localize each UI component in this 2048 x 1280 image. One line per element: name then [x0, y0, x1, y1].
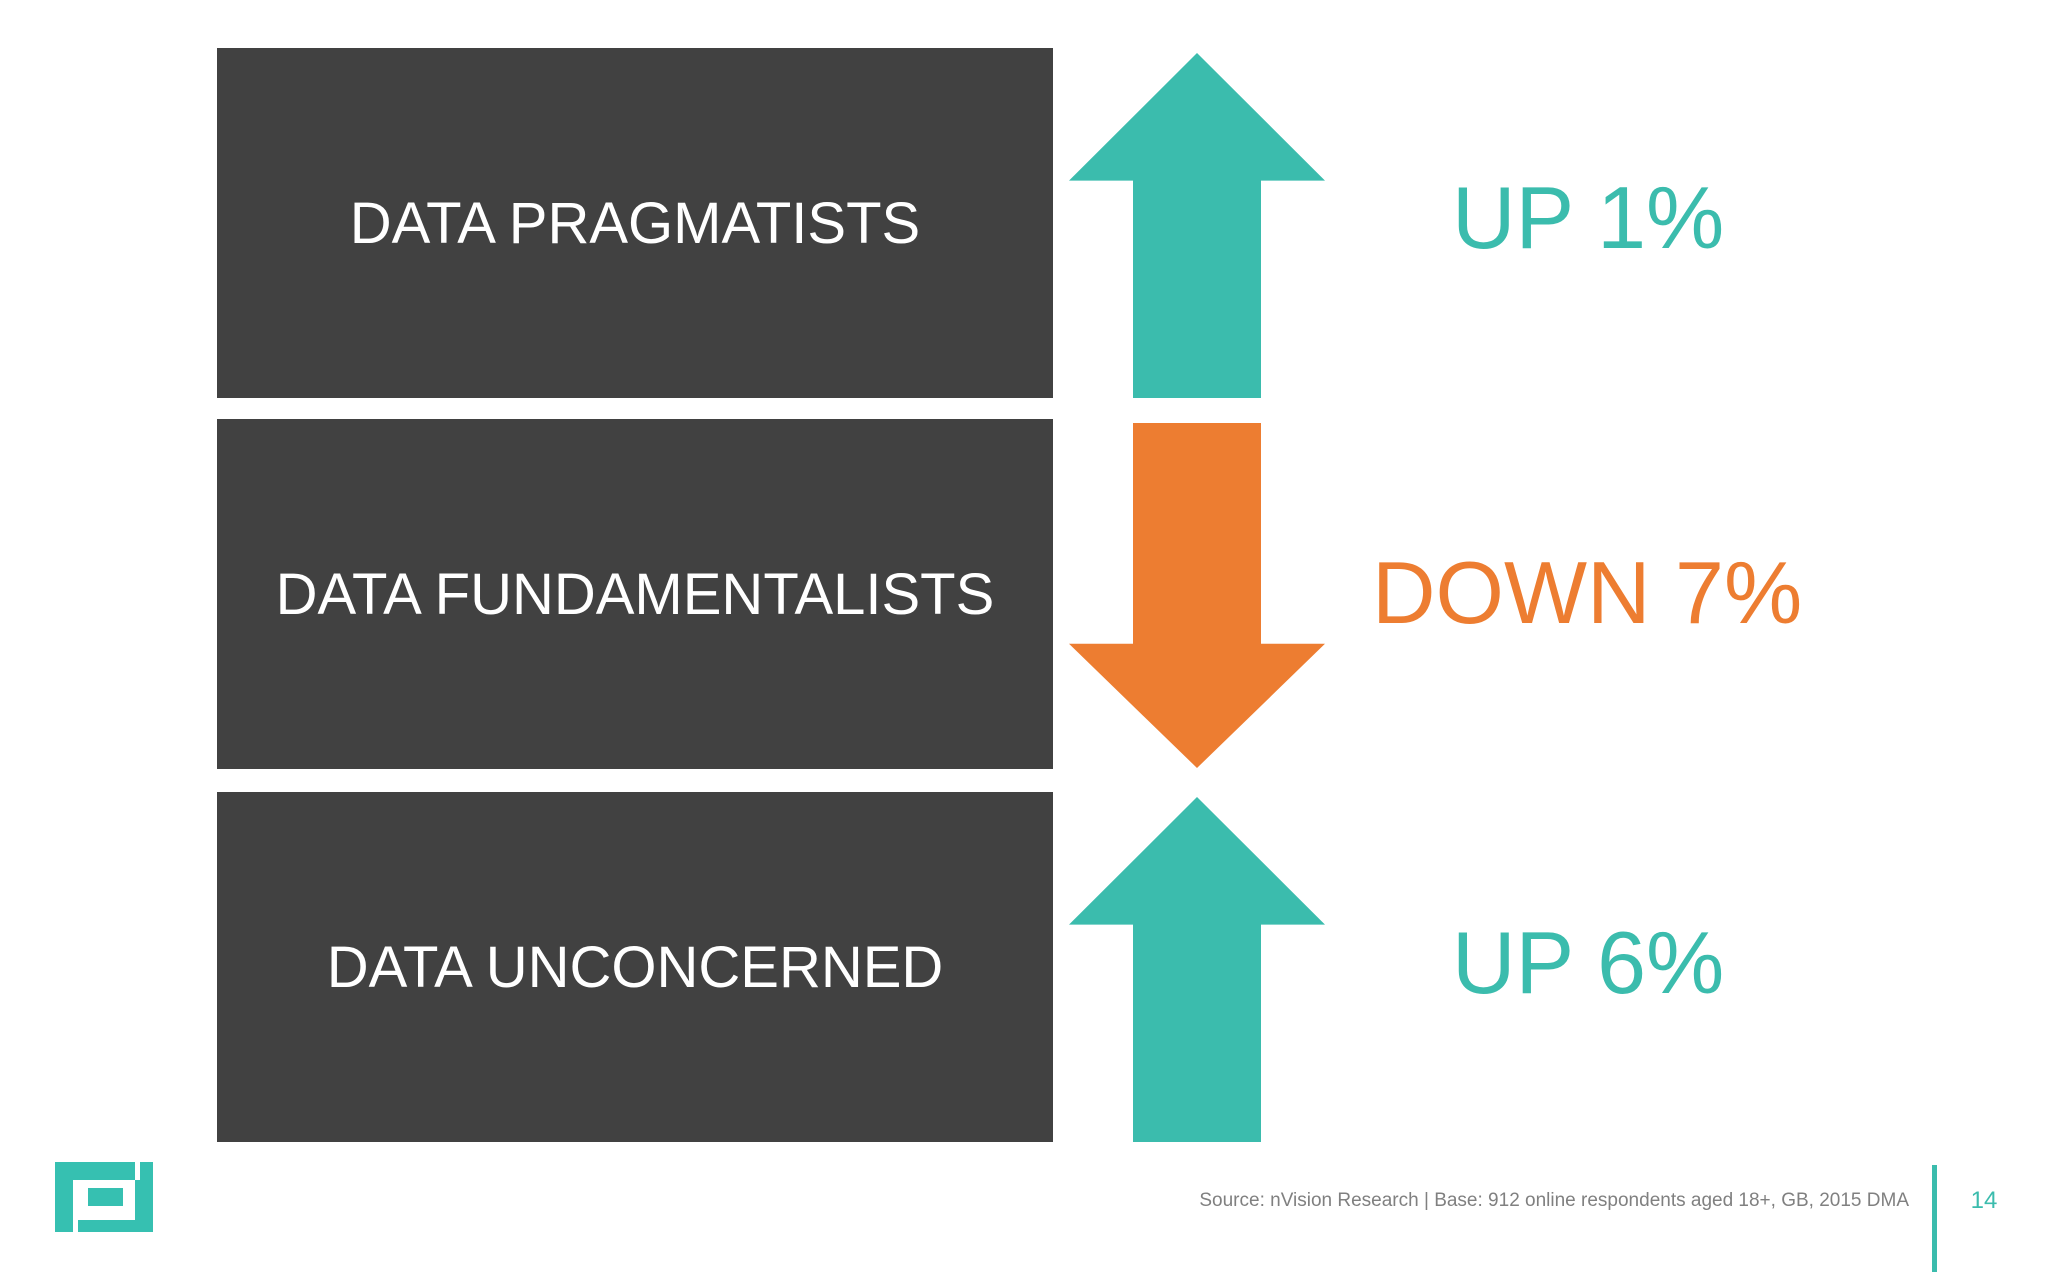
up-arrow-icon [1069, 53, 1325, 398]
category-box-data-pragmatists: DATA PRAGMATISTS [217, 48, 1053, 398]
change-value-up-1: UP 1% [1452, 168, 1725, 267]
category-box-data-fundamentalists: DATA FUNDAMENTALISTS [217, 419, 1053, 769]
footer-divider [1932, 1165, 1937, 1272]
change-value-up-6: UP 6% [1452, 913, 1725, 1012]
category-label: DATA PRAGMATISTS [349, 190, 921, 256]
up-arrow-icon [1069, 797, 1325, 1142]
page-number: 14 [1970, 1187, 1998, 1214]
down-arrow-icon [1069, 423, 1325, 768]
category-label: DATA FUNDAMENTALISTS [275, 561, 995, 627]
category-label: DATA UNCONCERNED [326, 934, 944, 1000]
source-attribution: Source: nVision Research | Base: 912 onl… [1199, 1190, 1909, 1211]
brand-logo-icon [55, 1162, 153, 1232]
category-box-data-unconcerned: DATA UNCONCERNED [217, 792, 1053, 1142]
change-value-down-7: DOWN 7% [1372, 543, 1803, 642]
